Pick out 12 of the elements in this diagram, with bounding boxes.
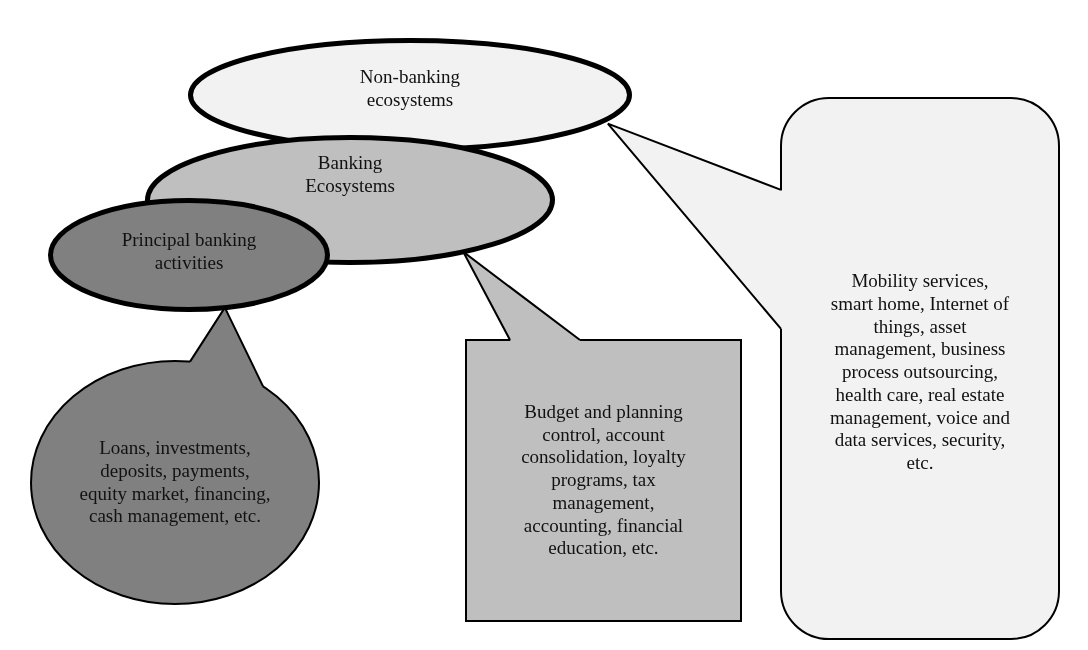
callout-pointer [462,250,581,341]
node-label: Loans, investments, deposits, payments, equity market, financing, cash management, etc. [78,436,272,529]
callout-pointer [606,122,782,330]
callout-box [465,339,742,622]
node-label: Principal banking activities [120,229,258,275]
callout-pointer [189,306,265,388]
ellipse [188,38,632,152]
node-label: Non-banking ecosystems [358,66,462,112]
node-label: Budget and planning control, account consolidation, loyalty programs, tax management, accounting, financial education, etc. [520,400,687,561]
callout-ellipse [30,360,320,605]
node-label: Mobility services, smart home, Internet of things, asset management, business process outsourcing, health care, real estate management, voice and data services, security, etc. [830,269,1010,476]
node-label: Banking Ecosystems [304,152,396,198]
